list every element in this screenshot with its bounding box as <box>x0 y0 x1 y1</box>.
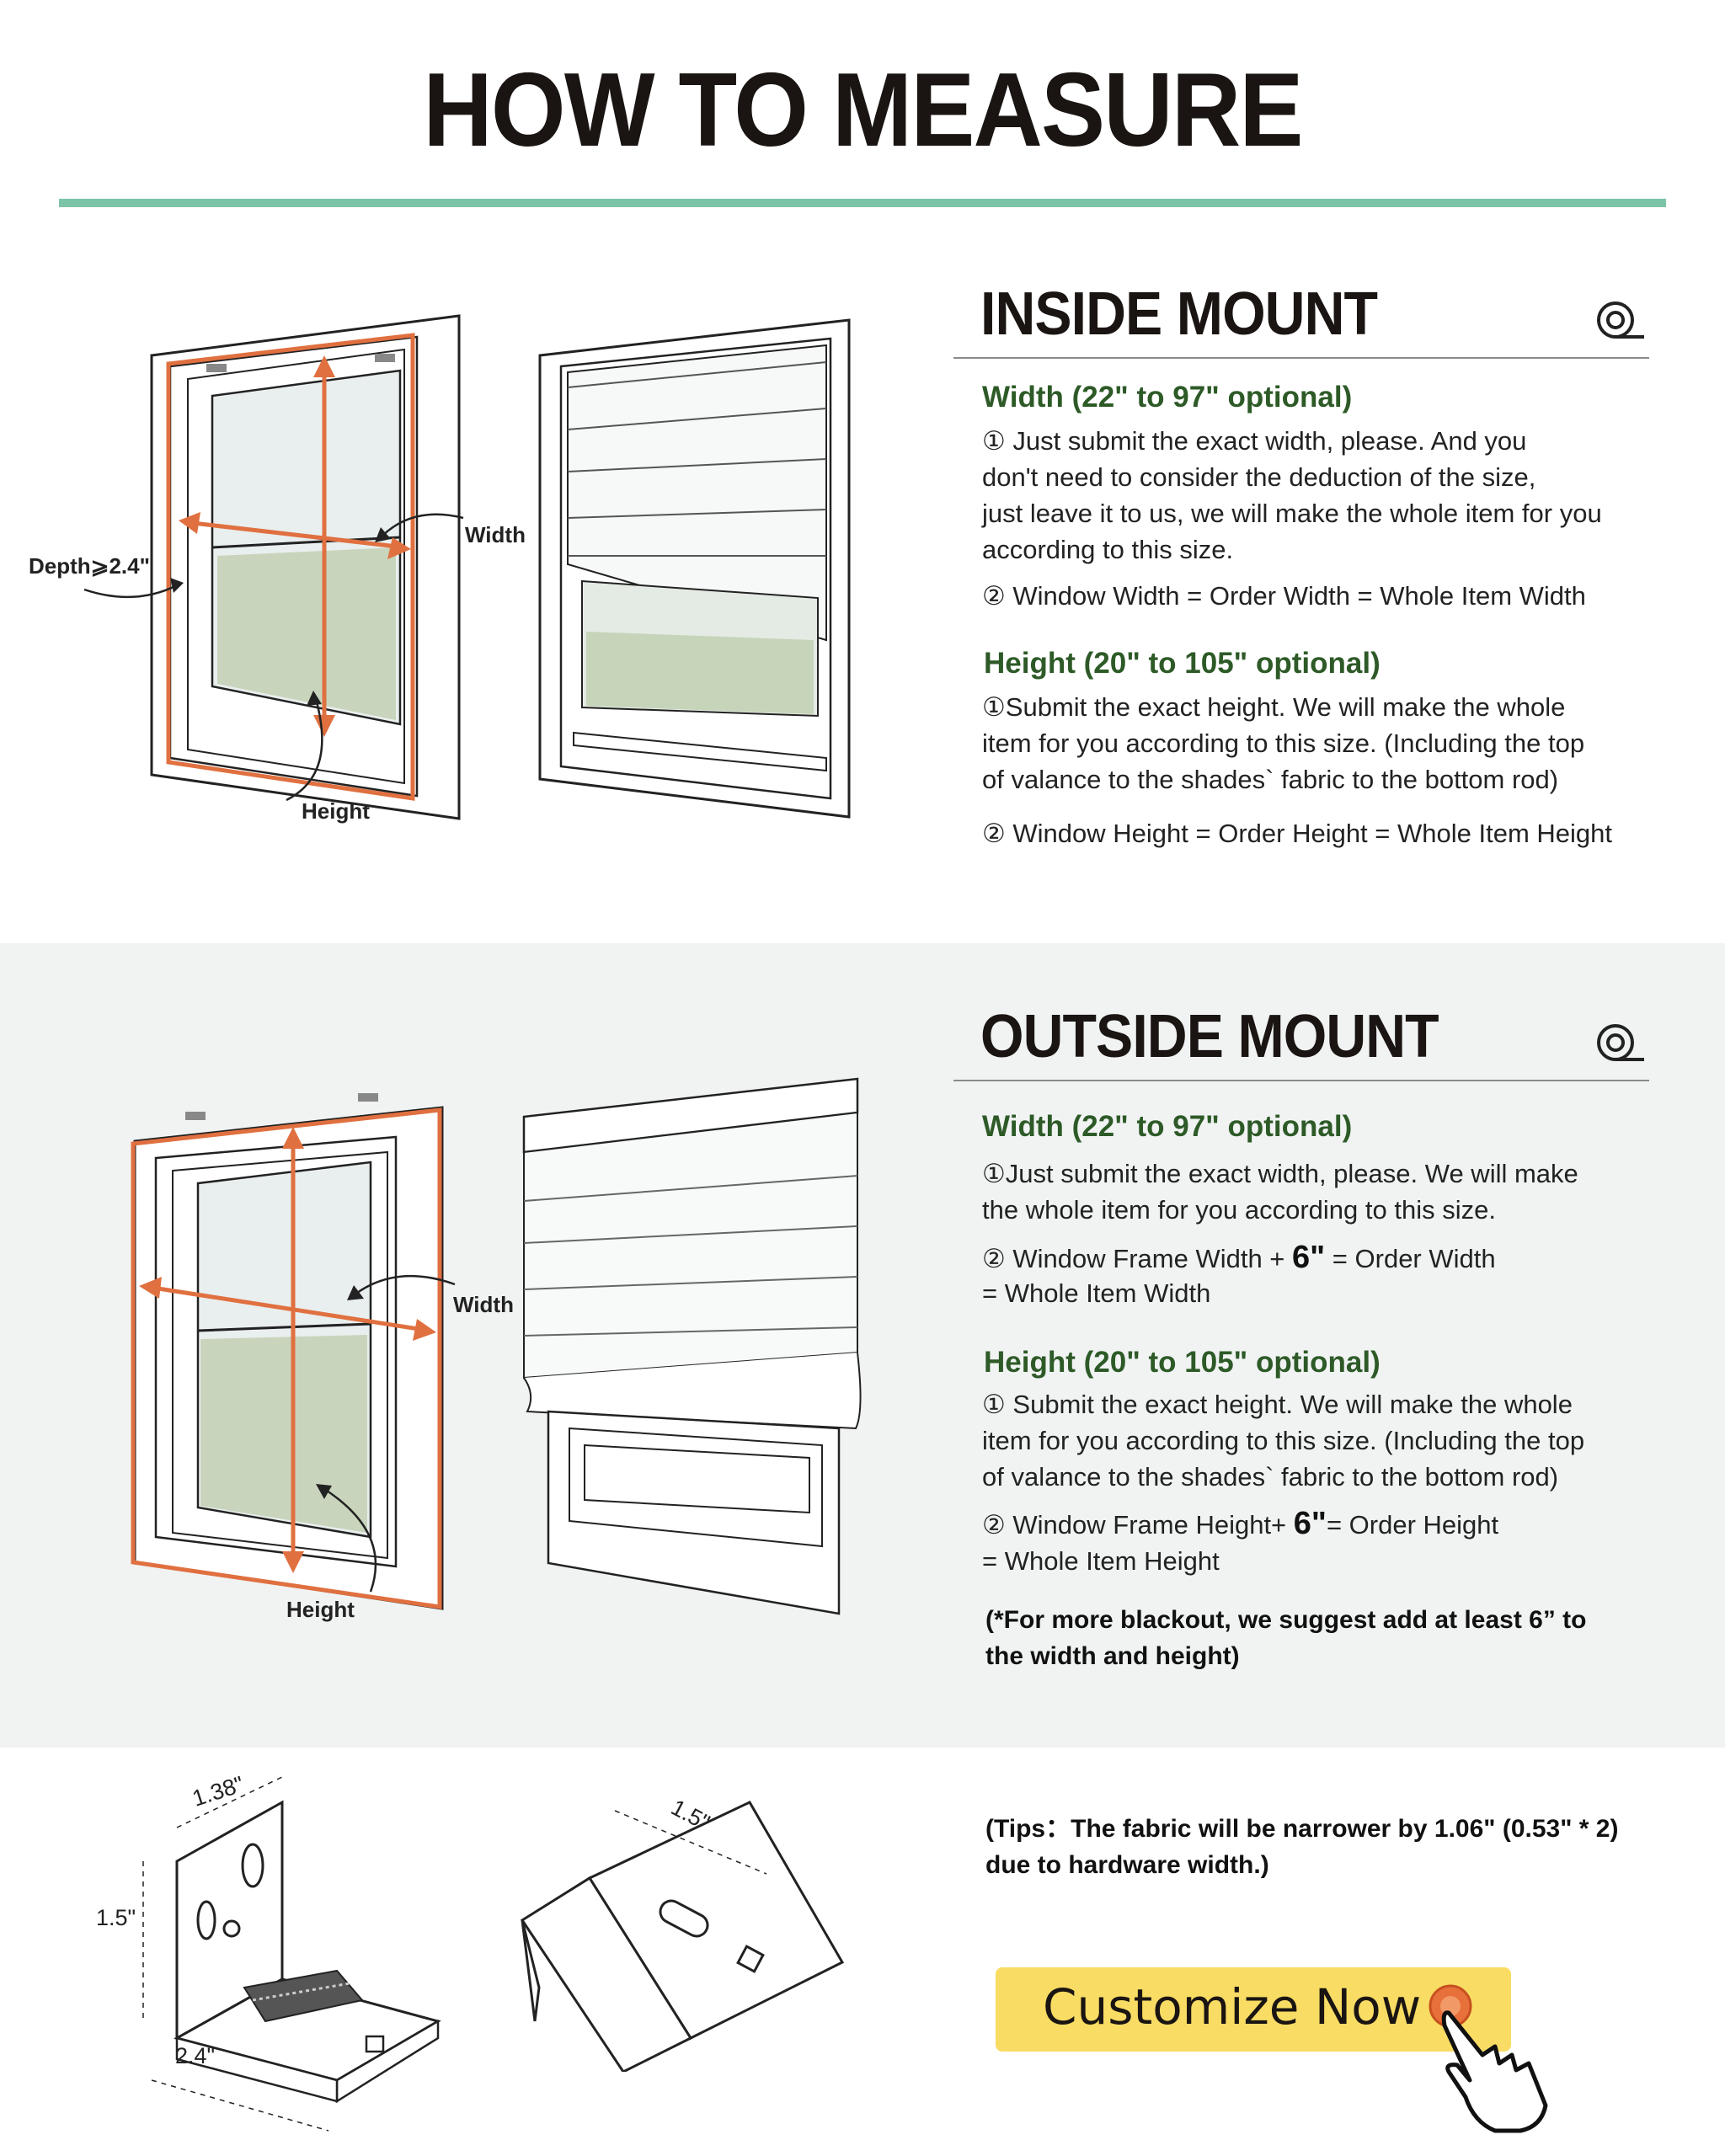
outside-width-text: ①Just submit the exact width, please. We… <box>982 1159 1578 1225</box>
inside-mount-window-diagram <box>83 314 464 820</box>
bracket-side-dimension: 1.5" <box>96 1905 136 1930</box>
outside-width-label: Width <box>453 1292 514 1317</box>
blackout-note: (*For more blackout, we suggest add at l… <box>985 1606 1587 1670</box>
outside-height-text: ① Submit the exact height. We will make … <box>982 1390 1585 1492</box>
outside-mount-title: OUTSIDE MOUNT <box>980 1003 1439 1070</box>
bracket-bottom-dimension: 2.4" <box>175 2043 216 2068</box>
outside-height-heading: Height (20" to 105" optional) <box>984 1346 1381 1379</box>
outside-height-label: Height <box>286 1597 355 1622</box>
inside-width-text: ① Just submit the exact width, please. A… <box>982 426 1602 564</box>
inside-mount-title: INSIDE MOUNT <box>980 280 1378 348</box>
bracket-diagram <box>142 1776 441 2132</box>
tape-measure-icon <box>1597 302 1644 339</box>
outside-width-formula-cont: = Whole Item Width <box>982 1278 1211 1308</box>
page-title: HOW TO MEASURE <box>423 52 1303 168</box>
depth-label: Depth⩾2.4" <box>29 553 150 579</box>
hand-pointer-icon <box>1429 1984 1548 2133</box>
height-label: Height <box>302 798 370 824</box>
outside-mount-rule <box>953 1080 1649 1081</box>
inside-mount-rule <box>953 357 1649 359</box>
customize-now-button[interactable] <box>996 1967 1511 2052</box>
inside-height-text: ①Submit the exact height. We will make t… <box>982 692 1585 794</box>
inside-mount-shade-diagram <box>538 318 851 819</box>
inside-height-formula: ② Window Height = Order Height = Whole I… <box>982 819 1612 848</box>
hardware-tips: (Tips：The fabric will be narrower by 1.0… <box>985 1815 1619 1879</box>
customize-now-label[interactable]: Customize Now <box>1043 1978 1422 2036</box>
inside-width-formula: ② Window Width = Order Width = Whole Ite… <box>982 581 1586 611</box>
outside-height-formula: ② Window Frame Height+ 6"= Order Height <box>982 1506 1499 1541</box>
outside-mount-shade-diagram <box>522 1077 862 1615</box>
inside-height-heading: Height (20" to 105" optional) <box>984 647 1381 680</box>
outside-height-formula-cont: = Whole Item Height <box>982 1546 1220 1576</box>
title-divider <box>59 199 1666 207</box>
width-label: Width <box>465 522 526 547</box>
valance-clip-diagram <box>520 1801 845 2072</box>
outside-width-formula: ② Window Frame Width + 6" = Order Width <box>982 1240 1496 1275</box>
tape-measure-icon <box>1597 1024 1644 1061</box>
outside-mount-window-diagram <box>131 1093 456 1610</box>
inside-width-heading: Width (22" to 97" optional) <box>982 381 1353 414</box>
outside-width-heading: Width (22" to 97" optional) <box>982 1110 1353 1143</box>
